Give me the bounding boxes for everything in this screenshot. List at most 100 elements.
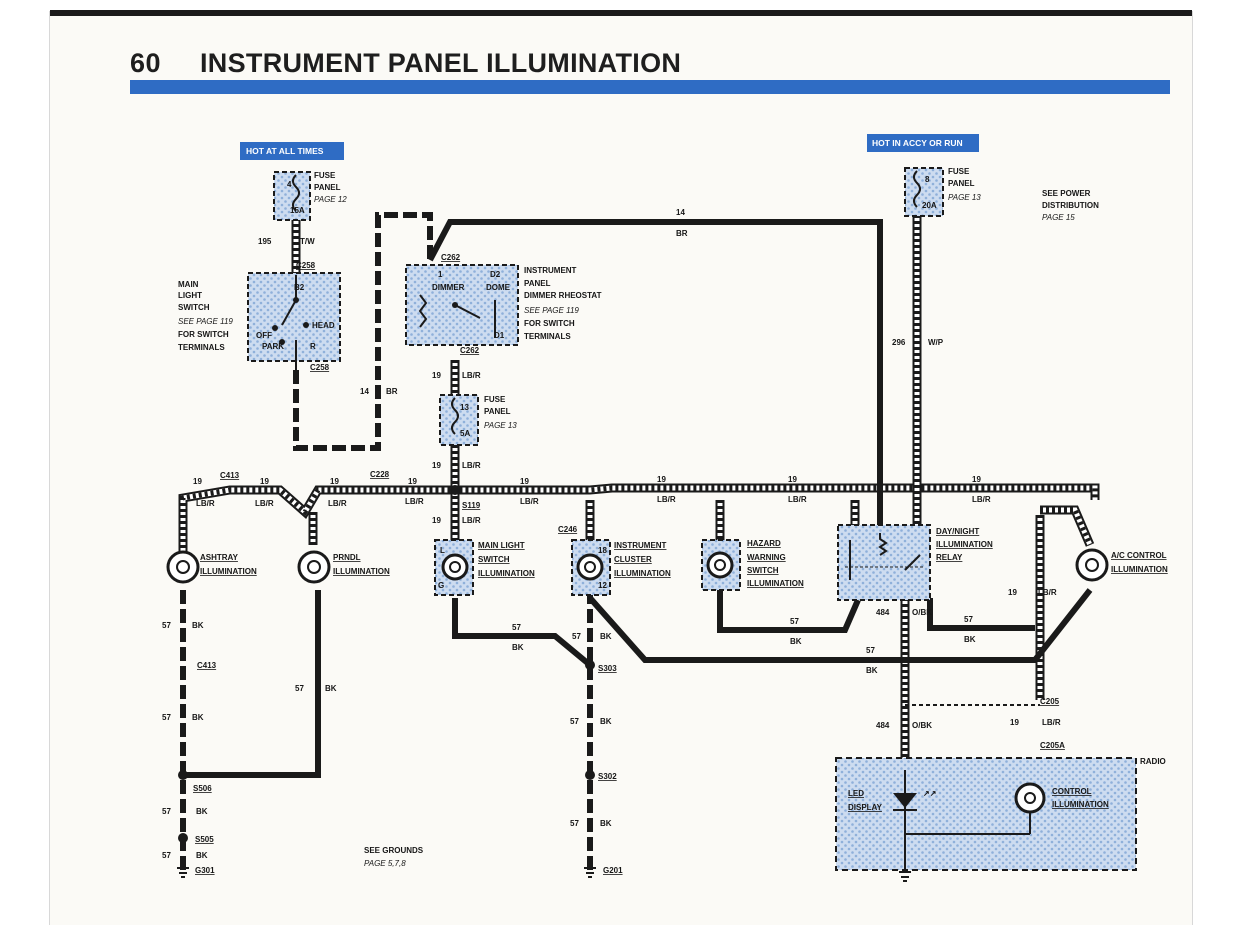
svg-text:19: 19 — [1010, 718, 1019, 727]
splices — [178, 485, 595, 843]
lbr-bus-wire — [178, 215, 1100, 760]
svg-text:BK: BK — [866, 666, 878, 675]
svg-text:T/W: T/W — [300, 237, 315, 246]
svg-text:LED: LED — [848, 789, 864, 798]
svg-text:C205A: C205A — [1040, 741, 1065, 750]
svg-text:57: 57 — [572, 632, 581, 641]
svg-text:195: 195 — [258, 237, 272, 246]
dimmer-rheostat: 1 DIMMER D2 DOME D1 INSTRUMENT PANEL DIM… — [405, 264, 602, 346]
svg-text:INSTRUMENT: INSTRUMENT — [524, 266, 577, 275]
svg-text:PANEL: PANEL — [948, 179, 975, 188]
svg-text:14: 14 — [676, 208, 685, 217]
see-grounds-note: SEE GROUNDS PAGE 5,7,8 — [364, 846, 424, 868]
svg-text:C413: C413 — [197, 661, 217, 670]
svg-text:C205: C205 — [1040, 697, 1060, 706]
svg-text:LB/R: LB/R — [657, 495, 676, 504]
svg-text:PANEL: PANEL — [314, 183, 341, 192]
svg-text:TERMINALS: TERMINALS — [178, 343, 225, 352]
svg-text:484: 484 — [876, 721, 890, 730]
svg-text:LIGHT: LIGHT — [178, 291, 202, 300]
svg-text:SWITCH: SWITCH — [478, 555, 510, 564]
day-night-relay: DAY/NIGHT ILLUMINATION RELAY — [837, 524, 993, 601]
page-top-edge — [50, 10, 1192, 16]
svg-text:FUSE: FUSE — [484, 395, 506, 404]
svg-text:TERMINALS: TERMINALS — [524, 332, 571, 341]
svg-text:LB/R: LB/R — [1038, 588, 1057, 597]
svg-text:BK: BK — [600, 717, 612, 726]
svg-text:ILLUMINATION: ILLUMINATION — [1052, 800, 1109, 809]
svg-text:C262: C262 — [460, 346, 480, 355]
page-title: INSTRUMENT PANEL ILLUMINATION — [200, 48, 682, 78]
svg-text:19: 19 — [972, 475, 981, 484]
svg-text:BK: BK — [196, 851, 208, 860]
svg-text:DAY/NIGHT: DAY/NIGHT — [936, 527, 979, 536]
hot-at-all-times-tag: HOT AT ALL TIMES — [240, 142, 344, 160]
svg-text:57: 57 — [570, 819, 579, 828]
svg-text:OFF: OFF — [256, 331, 272, 340]
svg-text:19: 19 — [193, 477, 202, 486]
svg-text:57: 57 — [866, 646, 875, 655]
svg-text:BK: BK — [600, 632, 612, 641]
svg-text:RELAY: RELAY — [936, 553, 963, 562]
svg-text:HEAD: HEAD — [312, 321, 335, 330]
svg-text:W/P: W/P — [928, 338, 944, 347]
svg-text:57: 57 — [964, 615, 973, 624]
svg-text:LB/R: LB/R — [255, 499, 274, 508]
svg-text:4: 4 — [287, 180, 292, 189]
svg-text:19: 19 — [408, 477, 417, 486]
svg-text:PAGE 5,7,8: PAGE 5,7,8 — [364, 859, 406, 868]
svg-text:484: 484 — [876, 608, 890, 617]
svg-text:↗↗: ↗↗ — [923, 789, 936, 798]
svg-text:MAIN: MAIN — [178, 280, 199, 289]
svg-text:LB/R: LB/R — [788, 495, 807, 504]
svg-text:LB/R: LB/R — [972, 495, 991, 504]
svg-text:ILLUMINATION: ILLUMINATION — [614, 569, 671, 578]
svg-text:L: L — [440, 546, 445, 555]
svg-text:R: R — [310, 342, 316, 351]
svg-text:BK: BK — [790, 637, 802, 646]
svg-text:19: 19 — [260, 477, 269, 486]
svg-text:19: 19 — [432, 461, 441, 470]
svg-text:DISTRIBUTION: DISTRIBUTION — [1042, 201, 1099, 210]
fuse-right: 8 20A FUSE PANEL PAGE 13 — [904, 167, 981, 217]
svg-text:SWITCH: SWITCH — [178, 303, 210, 312]
svg-text:15A: 15A — [290, 206, 305, 215]
svg-text:ASHTRAY: ASHTRAY — [200, 553, 239, 562]
svg-text:G301: G301 — [195, 866, 215, 875]
svg-text:BR: BR — [676, 229, 688, 238]
svg-text:SEE POWER: SEE POWER — [1042, 189, 1091, 198]
svg-text:LB/R: LB/R — [196, 499, 215, 508]
svg-text:19: 19 — [788, 475, 797, 484]
prndl-lamp: PRNDL ILLUMINATION — [297, 550, 390, 584]
svg-text:C413: C413 — [220, 471, 240, 480]
svg-text:57: 57 — [512, 623, 521, 632]
svg-text:S119: S119 — [462, 501, 481, 510]
svg-text:296: 296 — [892, 338, 906, 347]
svg-text:CLUSTER: CLUSTER — [614, 555, 652, 564]
svg-text:O/BK: O/BK — [912, 721, 932, 730]
title-rule — [130, 80, 1170, 94]
svg-text:SEE PAGE 119: SEE PAGE 119 — [524, 306, 579, 315]
svg-text:MAIN LIGHT: MAIN LIGHT — [478, 541, 525, 550]
svg-text:B2: B2 — [294, 283, 305, 292]
svg-text:LB/R: LB/R — [1042, 718, 1061, 727]
svg-text:S506: S506 — [193, 784, 212, 793]
svg-text:INSTRUMENT: INSTRUMENT — [614, 541, 667, 550]
svg-text:O/BK: O/BK — [912, 608, 932, 617]
svg-text:BK: BK — [196, 807, 208, 816]
svg-text:D2: D2 — [490, 270, 501, 279]
connector-labels: C258 C258 C262 C262 C413 C413 C228 C246 … — [193, 253, 1065, 875]
svg-text:WARNING: WARNING — [747, 553, 786, 562]
svg-text:HOT IN ACCY OR RUN: HOT IN ACCY OR RUN — [872, 138, 963, 148]
svg-text:G201: G201 — [603, 866, 623, 875]
svg-text:LB/R: LB/R — [328, 499, 347, 508]
svg-text:HOT AT ALL TIMES: HOT AT ALL TIMES — [246, 146, 324, 156]
svg-text:ILLUMINATION: ILLUMINATION — [200, 567, 257, 576]
svg-text:PAGE 13: PAGE 13 — [948, 193, 981, 202]
svg-text:S505: S505 — [195, 835, 214, 844]
svg-text:PAGE 12: PAGE 12 — [314, 195, 347, 204]
svg-text:RADIO: RADIO — [1140, 757, 1166, 766]
ac-control-lamp: A/C CONTROL ILLUMINATION — [1075, 548, 1168, 582]
ground-radio — [899, 871, 911, 882]
svg-text:G: G — [438, 581, 444, 590]
